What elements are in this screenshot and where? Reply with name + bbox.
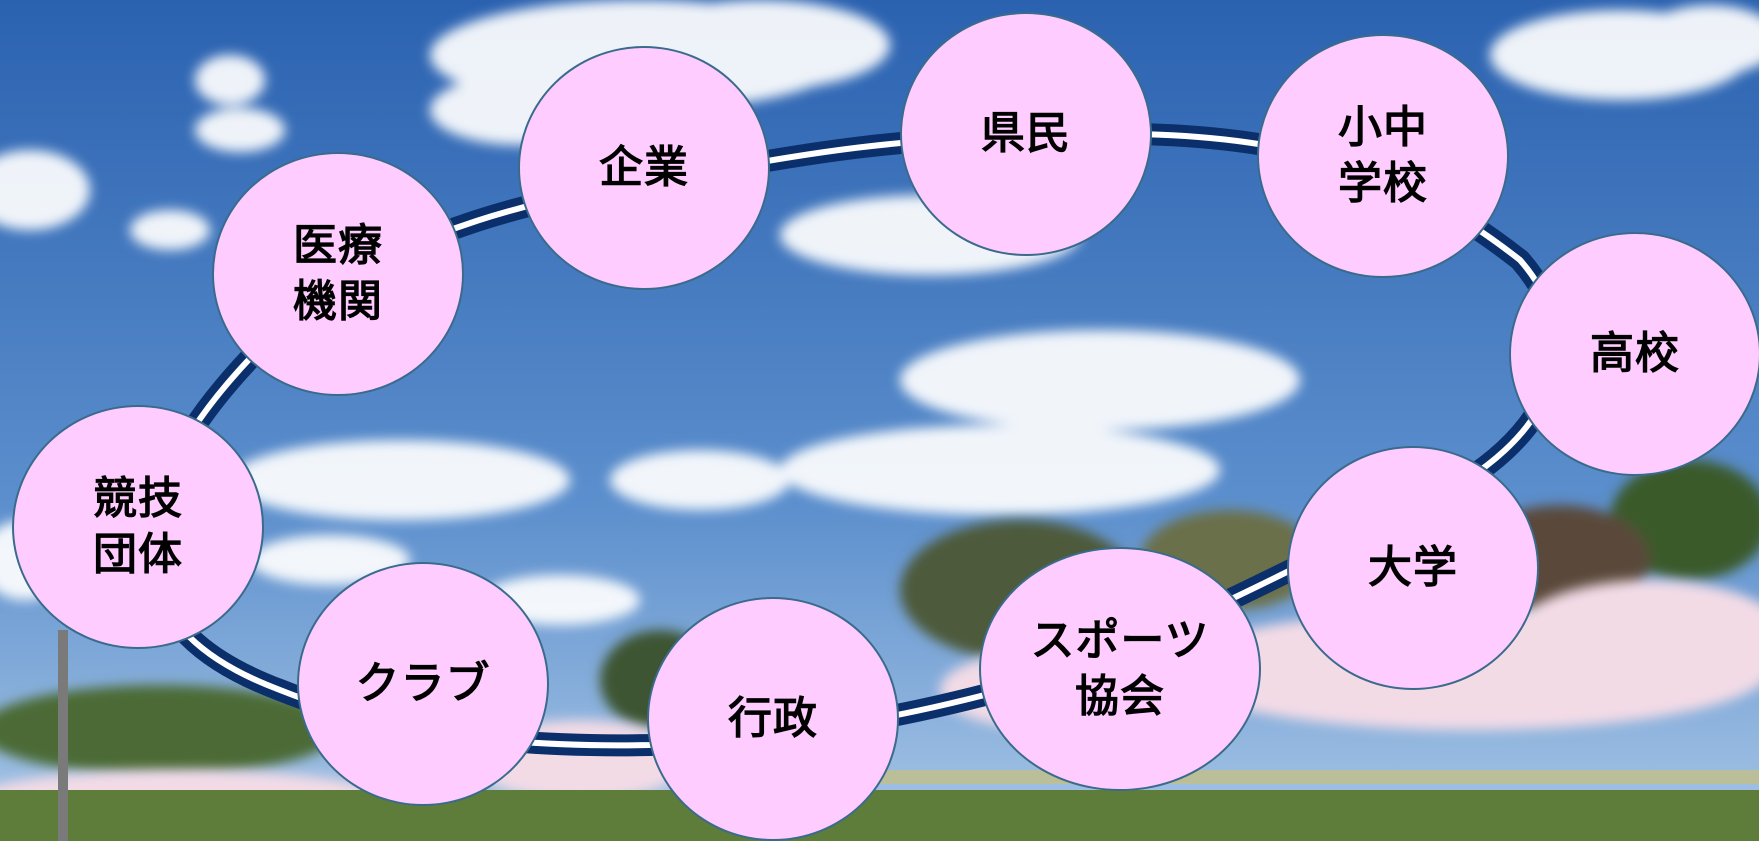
node-kigyo: 企業 — [518, 46, 770, 290]
node-kyogi: 競技 団体 — [12, 405, 264, 649]
node-label-club: クラブ — [355, 658, 491, 709]
clouds — [0, 0, 1759, 625]
field — [0, 790, 1759, 841]
node-label-kenmin: 県民 — [981, 108, 1071, 159]
node-iryo: 医療 機関 — [212, 152, 464, 396]
node-gyosei: 行政 — [647, 597, 899, 841]
node-label-daigaku: 大学 — [1368, 542, 1458, 593]
light-tower — [58, 630, 68, 841]
node-daigaku: 大学 — [1287, 446, 1539, 690]
node-label-koko: 高校 — [1590, 328, 1680, 379]
node-club: クラブ — [297, 562, 549, 806]
node-label-sports: スポーツ 協会 — [1030, 615, 1210, 722]
node-shochu: 小中 学校 — [1257, 34, 1509, 278]
node-koko: 高校 — [1509, 232, 1759, 476]
node-label-iryo: 医療 機関 — [293, 220, 383, 327]
node-label-kyogi: 競技 団体 — [93, 473, 183, 580]
node-label-gyosei: 行政 — [728, 693, 818, 744]
node-sports: スポーツ 協会 — [979, 547, 1261, 791]
node-label-kigyo: 企業 — [599, 142, 689, 193]
node-kenmin: 県民 — [900, 12, 1152, 256]
fence — [780, 770, 1759, 784]
node-label-shochu: 小中 学校 — [1338, 102, 1428, 209]
